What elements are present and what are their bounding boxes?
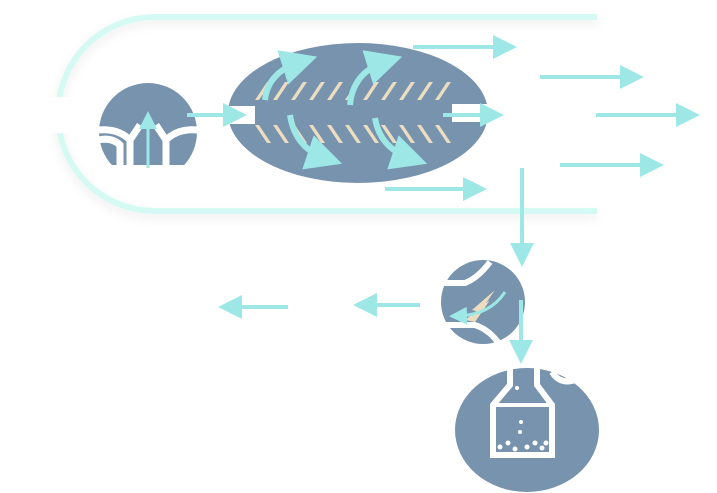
intake-node bbox=[95, 83, 205, 185]
fiber-mark bbox=[435, 82, 451, 100]
fiber-mark bbox=[417, 125, 433, 143]
fiber-mark bbox=[255, 125, 271, 143]
fiber-mark bbox=[291, 82, 307, 100]
fiber-mark bbox=[417, 82, 433, 100]
main-chamber bbox=[225, 43, 492, 183]
fiber-mark bbox=[273, 82, 289, 100]
fiber-mark bbox=[309, 82, 325, 100]
fiber-mark bbox=[345, 125, 361, 143]
settling-tank-node bbox=[455, 368, 599, 492]
capsule-gap bbox=[40, 97, 70, 133]
fiber-mark bbox=[273, 125, 289, 143]
fiber-mark bbox=[363, 82, 379, 100]
fiber-mark bbox=[381, 82, 397, 100]
separator-node bbox=[440, 260, 525, 347]
fiber-mark bbox=[363, 125, 379, 143]
fiber-mark bbox=[435, 125, 451, 143]
fiber-mark bbox=[399, 82, 415, 100]
fiber-mark bbox=[327, 82, 343, 100]
